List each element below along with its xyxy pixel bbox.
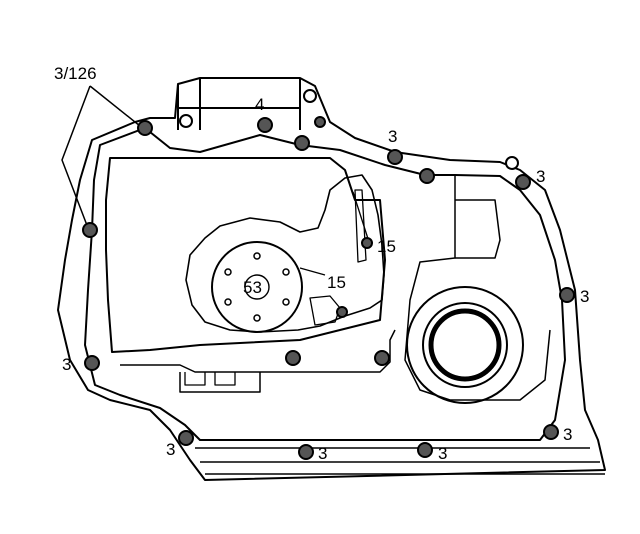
label-bolt-3-left: 3 [62,355,71,374]
bolt-boss [303,89,317,103]
bolt-boss [298,444,314,460]
label-bolt-3-lower-right: 3 [563,425,572,444]
channel-2 [179,372,261,393]
valve-body [105,157,386,353]
label-bolt-3-right: 3 [580,287,589,306]
bolt-boss [515,174,531,190]
bolt-boss [178,430,194,446]
bolt-boss [84,355,100,371]
label-bolt-4: 4 [255,95,264,114]
bolt-boss [294,135,310,151]
label-bolt-53: 53 [243,278,262,297]
bolt-boss [285,350,301,366]
pump-bolt [282,298,290,306]
bolt-boss [559,287,575,303]
pump-hub [244,274,270,300]
bearing-inner [428,308,502,382]
lower-rail [195,447,605,475]
bolt-boss [543,424,559,440]
bolt-boss [314,116,326,128]
bearing-mid [422,302,508,388]
channel-1 [120,329,396,373]
pump-bolt [224,298,232,306]
label-bolt-3-top: 3 [388,127,397,146]
bolt-boss [336,306,348,318]
label-bolt-15-lower: 15 [327,273,346,292]
valve-detail [309,189,367,326]
bolt-boss [361,237,373,249]
label-bolt-3-bottom-mid: 3 [318,444,327,463]
pump-bolt [224,268,232,276]
label-bolt-3-bottom-left: 3 [166,440,175,459]
pump-bolt [253,252,261,260]
label-bolt-3-upper-right: 3 [536,167,545,186]
bolt-boss [387,149,403,165]
label-bolt-3-126: 3/126 [54,64,97,83]
upper-housing [177,78,301,130]
bolt-boss [419,168,435,184]
leader-3-126 [61,85,141,229]
bolt-boss [82,222,98,238]
bolt-boss [505,156,519,170]
bearing-outer [406,286,524,404]
cutaway-region [185,174,385,333]
channel-4 [455,199,501,259]
bolt-boss [374,350,390,366]
bolt-boss [417,442,433,458]
cover-panel [84,127,566,441]
channel-3 [404,176,551,401]
detail-boxes [184,372,236,386]
label-bolt-3-bottom-right: 3 [438,444,447,463]
leader-15b [299,267,326,276]
bolt-boss [179,114,193,128]
pump-housing [211,241,303,333]
label-bolt-15-upper: 15 [377,237,396,256]
pump-bolt [253,314,261,322]
case-outline [57,77,606,481]
pump-bolt [282,268,290,276]
bolt-boss [257,117,273,133]
bolt-boss [137,120,153,136]
